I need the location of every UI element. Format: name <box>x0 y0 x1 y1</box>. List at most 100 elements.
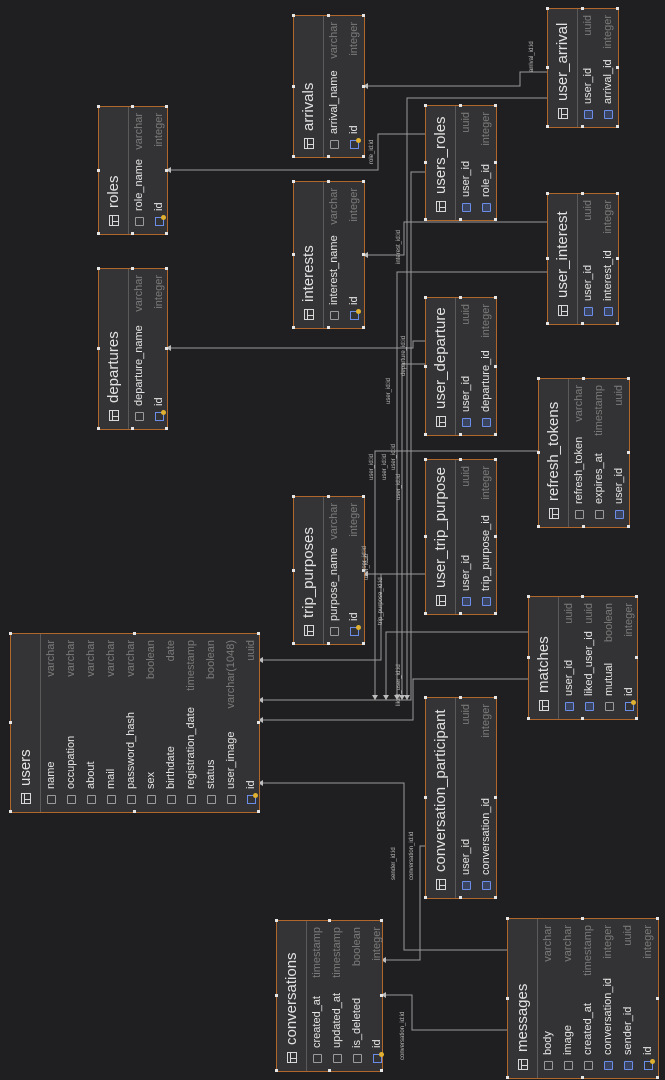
relation-label: conversation_id:id <box>409 831 415 880</box>
relation-line[interactable] <box>374 450 538 700</box>
primary-key-icon <box>154 412 164 421</box>
relation-line[interactable] <box>258 678 528 721</box>
selection-handle <box>459 433 462 436</box>
relation-line[interactable] <box>363 71 547 87</box>
selection-handle <box>9 721 12 724</box>
column-type: varchar(1048) <box>225 640 237 709</box>
selection-handle <box>459 218 462 221</box>
relation-line[interactable] <box>166 133 425 171</box>
primary-key-icon <box>643 1061 653 1070</box>
selection-handle <box>459 296 462 299</box>
column-name: id <box>245 780 257 789</box>
relation-label: user_id:id <box>386 377 392 404</box>
relation-line[interactable] <box>381 994 507 1031</box>
selection-handle <box>581 7 584 10</box>
column-icon <box>226 795 236 804</box>
foreign-key-icon <box>564 702 574 711</box>
table-icon <box>548 508 559 519</box>
arrow-head-icon <box>394 695 400 700</box>
relation-line[interactable] <box>381 845 425 961</box>
selection-handle <box>546 192 549 195</box>
selection-handle <box>627 525 630 528</box>
arrow-head-icon <box>381 957 386 963</box>
relation-line[interactable] <box>363 221 547 256</box>
arrow-head-icon <box>258 697 263 703</box>
selection-handle <box>292 326 295 329</box>
relation-line[interactable] <box>406 97 547 700</box>
relation-line[interactable] <box>258 782 507 951</box>
selection-handle <box>494 696 497 699</box>
relation-line[interactable] <box>385 631 528 700</box>
relation-line[interactable] <box>258 171 425 701</box>
selection-handle <box>424 612 427 615</box>
relation-line[interactable] <box>396 271 547 700</box>
relation-line[interactable] <box>401 363 425 700</box>
selection-handle <box>581 192 584 195</box>
selection-handle <box>656 1076 659 1079</box>
relation-line[interactable] <box>166 340 425 349</box>
